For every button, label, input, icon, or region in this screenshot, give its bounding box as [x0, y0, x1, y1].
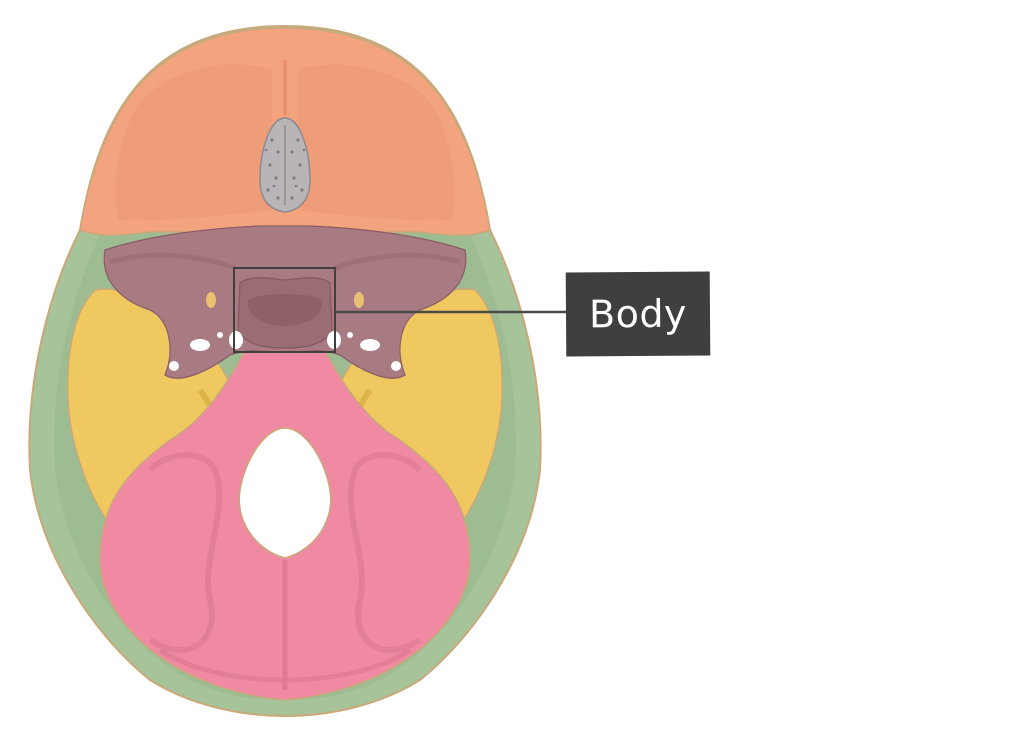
foramen-lacerum-left — [229, 331, 243, 349]
optic-canal-left — [217, 332, 223, 338]
sphenoid-lesser-wing-right — [334, 252, 461, 271]
foramen-rotundum-left — [206, 292, 216, 308]
frontal-fossa-right — [298, 64, 455, 221]
occipital-groove-left — [147, 452, 223, 653]
label-text: Body — [588, 291, 688, 337]
sphenoid-lesser-wing-left — [109, 252, 236, 271]
foramen-spinosum-right — [391, 361, 401, 371]
label-box: Body — [565, 271, 711, 357]
sella-turcica — [247, 294, 323, 326]
transverse-sinus-groove — [158, 647, 412, 683]
foramen-magnum — [238, 427, 332, 559]
cribriform-foramina — [264, 138, 306, 200]
foramen-rotundum-right — [354, 292, 364, 308]
highlight-box — [233, 267, 336, 353]
foramen-ovale-left — [190, 339, 210, 351]
frontal-fossa-left — [115, 64, 272, 221]
optic-canal-right — [347, 332, 353, 338]
occipital-groove-right — [347, 452, 423, 653]
foramen-spinosum-left — [169, 361, 179, 371]
foramen-ovale-right — [360, 339, 380, 351]
